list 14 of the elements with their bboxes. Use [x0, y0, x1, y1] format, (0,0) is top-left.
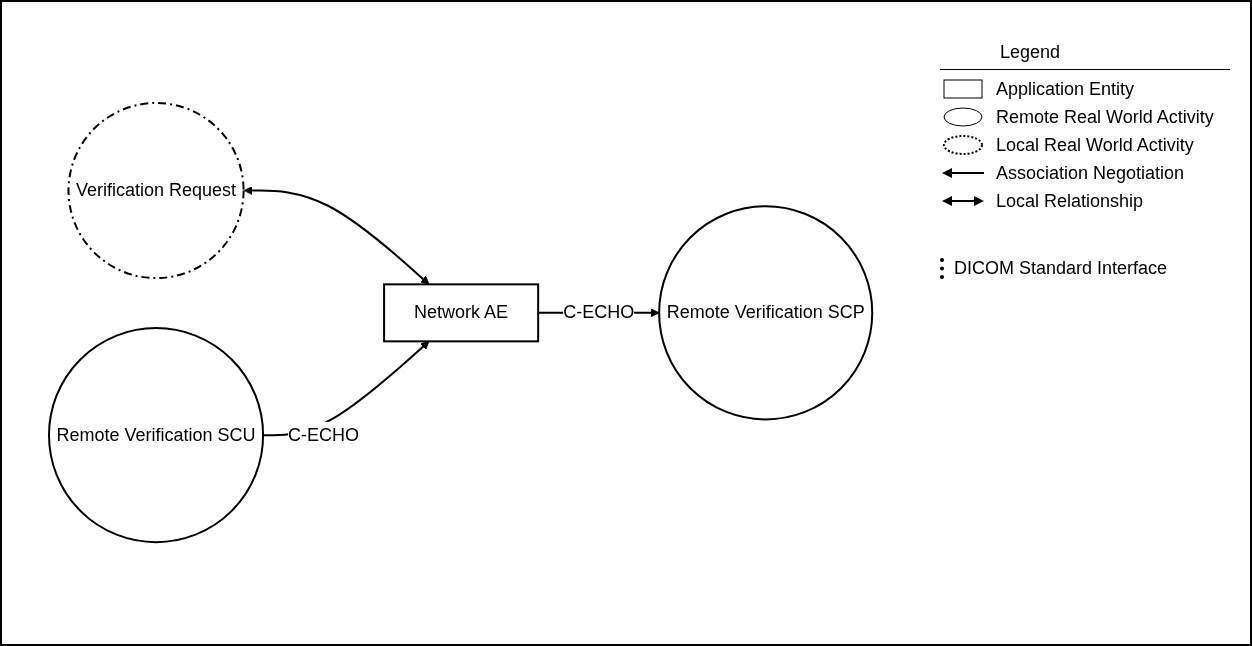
- edge-label: C-ECHO: [563, 302, 635, 323]
- legend-title: Legend: [1000, 42, 1061, 63]
- interface-label: DICOM Standard Interface: [940, 258, 1168, 279]
- legend-text: Remote Real World Activity: [996, 106, 1214, 128]
- node-box: Network AE: [383, 283, 540, 343]
- node-circle: Remote Verification SCP: [658, 205, 874, 421]
- legend-text: Local Real World Activity: [996, 134, 1194, 156]
- node-circle: Verification Request: [67, 102, 245, 280]
- legend-text: Local Relationship: [996, 190, 1144, 212]
- legend-text: Application Entity: [996, 78, 1135, 100]
- legend-text: Association Negotiation: [996, 162, 1185, 184]
- edge-label: C-ECHO: [288, 425, 360, 446]
- node-circle: Remote Verification SCU: [48, 327, 265, 544]
- arrow: [243, 186, 430, 286]
